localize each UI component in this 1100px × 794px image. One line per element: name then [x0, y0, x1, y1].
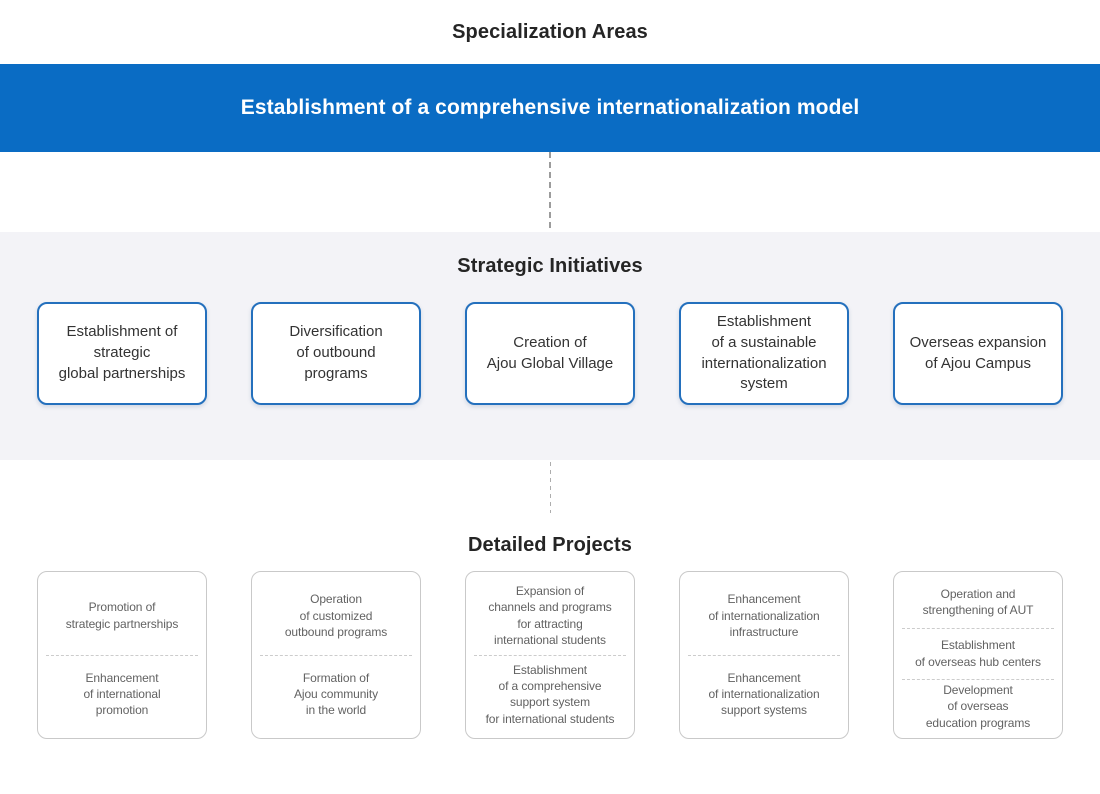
detailed-projects-row: Promotion of strategic partnerships Enha… [37, 571, 1063, 739]
detailed-item: Enhancement of international promotion [46, 654, 198, 734]
strategic-box-overseas-expansion: Overseas expansion of Ajou Campus [893, 302, 1063, 405]
strategic-box-global-partnerships: Establishment of strategic global partne… [37, 302, 207, 405]
specialization-header-band: Specialization Areas [0, 0, 1100, 64]
detailed-item: Promotion of strategic partnerships [65, 600, 179, 631]
dashed-line [549, 152, 551, 232]
detailed-box-international-students: Expansion of channels and programs for a… [465, 571, 635, 739]
detailed-item: Establishment of overseas hub centers [902, 627, 1054, 680]
specialization-title: Specialization Areas [452, 21, 648, 43]
strategic-initiatives-title: Strategic Initiatives [457, 255, 643, 277]
detailed-box-overseas: Operation and strengthening of AUT Estab… [893, 571, 1063, 739]
detailed-item: Formation of Ajou community in the world [260, 654, 412, 734]
specialization-banner: Establishment of a comprehensive interna… [0, 64, 1100, 152]
detailed-item: Enhancement of internationalization infr… [708, 592, 820, 639]
detailed-box-infrastructure: Enhancement of internationalization infr… [679, 571, 849, 739]
detailed-box-partnerships: Promotion of strategic partnerships Enha… [37, 571, 207, 739]
detailed-item: Operation and strengthening of AUT [922, 586, 1034, 618]
strategic-initiatives-section: Strategic Initiatives Establishment of s… [0, 232, 1100, 460]
strategic-box-global-village: Creation of Ajou Global Village [465, 302, 635, 405]
connector-strategic-to-detailed [0, 460, 1100, 517]
strategic-box-outbound-programs: Diversification of outbound programs [251, 302, 421, 405]
detailed-item: Enhancement of internationalization supp… [688, 654, 840, 734]
specialization-banner-text: Establishment of a comprehensive interna… [240, 96, 860, 119]
detailed-item: Establishment of a comprehensive support… [474, 654, 626, 734]
detailed-item: Development of overseas education progra… [902, 679, 1054, 733]
detailed-item: Operation of customized outbound program… [284, 592, 388, 639]
strategic-initiatives-row: Establishment of strategic global partne… [37, 302, 1063, 405]
detailed-item: Expansion of channels and programs for a… [488, 584, 612, 648]
strategic-box-internationalization-system: Establishment of a sustainable internati… [679, 302, 849, 405]
connector-banner-to-strategic [0, 152, 1100, 232]
detailed-projects-title: Detailed Projects [468, 534, 632, 556]
dashed-line [549, 462, 551, 513]
detailed-box-outbound: Operation of customized outbound program… [251, 571, 421, 739]
